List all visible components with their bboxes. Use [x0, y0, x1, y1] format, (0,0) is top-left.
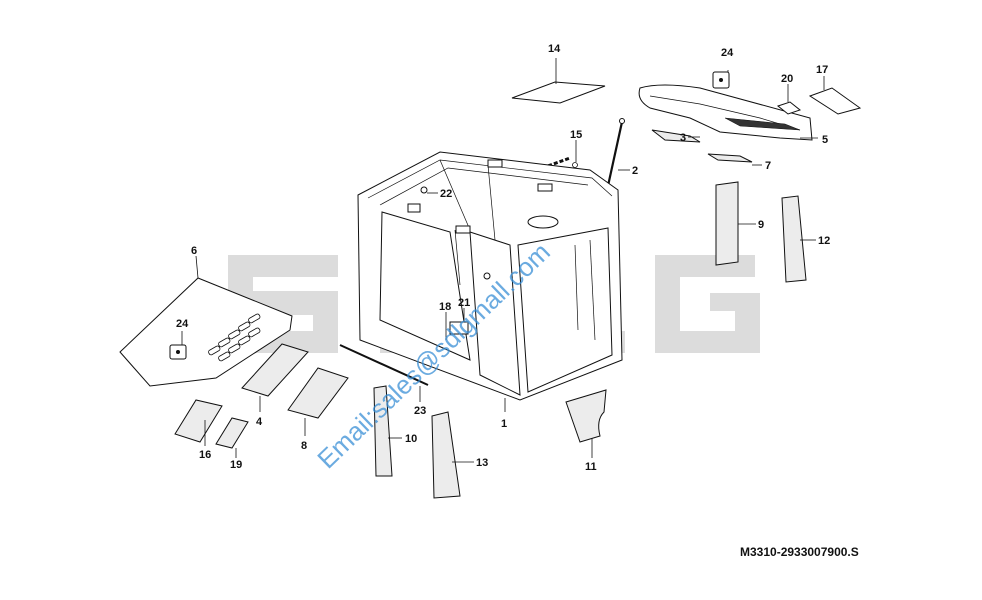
part-10-strip — [373, 385, 402, 477]
part-12-strip — [781, 195, 816, 283]
callout-24-left: 24 — [176, 318, 189, 330]
callout-24-top: 24 — [721, 47, 734, 59]
callout-16: 16 — [199, 449, 211, 461]
callout-19: 19 — [230, 459, 242, 471]
part-8-pad — [287, 367, 349, 436]
part-18-21-bracket — [445, 308, 469, 340]
part-20-small-panel — [776, 84, 802, 115]
part-4-pad — [241, 343, 309, 412]
callout-11: 11 — [585, 461, 597, 473]
callout-8: 8 — [301, 440, 307, 452]
part-23-strip — [339, 344, 429, 402]
part-11-panel — [565, 389, 607, 458]
part-24-clip-left — [169, 331, 187, 360]
part-22-fastener — [420, 186, 438, 194]
part-24-clip-top — [712, 71, 730, 89]
callout-2: 2 — [632, 165, 638, 177]
callout-15: 15 — [570, 129, 582, 141]
part-9-strip — [715, 181, 756, 266]
part-14-roof-panel — [511, 58, 606, 104]
callout-18: 18 — [439, 301, 451, 313]
part-5-rear-cover — [638, 70, 818, 141]
callout-3: 3 — [680, 132, 686, 144]
callout-9: 9 — [758, 219, 764, 231]
callout-10: 10 — [405, 433, 417, 445]
callout-21: 21 — [458, 297, 470, 309]
callout-labels: 14 15 2 24 20 17 3 5 7 9 12 22 6 24 18 2… — [176, 43, 830, 473]
part-7-seal — [707, 153, 762, 166]
part-17-panel — [808, 76, 862, 115]
callout-17: 17 — [816, 64, 828, 76]
part-13-strip — [431, 411, 474, 499]
part-1-cab-frame — [357, 151, 623, 412]
callout-6: 6 — [191, 245, 197, 257]
part-6-floor-mat — [119, 255, 293, 387]
callout-23: 23 — [414, 405, 426, 417]
callout-20: 20 — [781, 73, 793, 85]
part-19-pad — [215, 417, 249, 458]
callout-13: 13 — [476, 457, 488, 469]
callout-12: 12 — [818, 235, 830, 247]
callout-7: 7 — [765, 160, 771, 172]
callout-14: 14 — [548, 43, 561, 55]
callout-1: 1 — [501, 418, 507, 430]
part-3-seal — [651, 129, 701, 143]
callout-22: 22 — [440, 188, 452, 200]
part-16-pad — [174, 399, 223, 446]
drawing-code: M3310-2933007900.S — [740, 545, 859, 559]
callout-4: 4 — [256, 416, 263, 428]
callout-5: 5 — [822, 134, 828, 146]
